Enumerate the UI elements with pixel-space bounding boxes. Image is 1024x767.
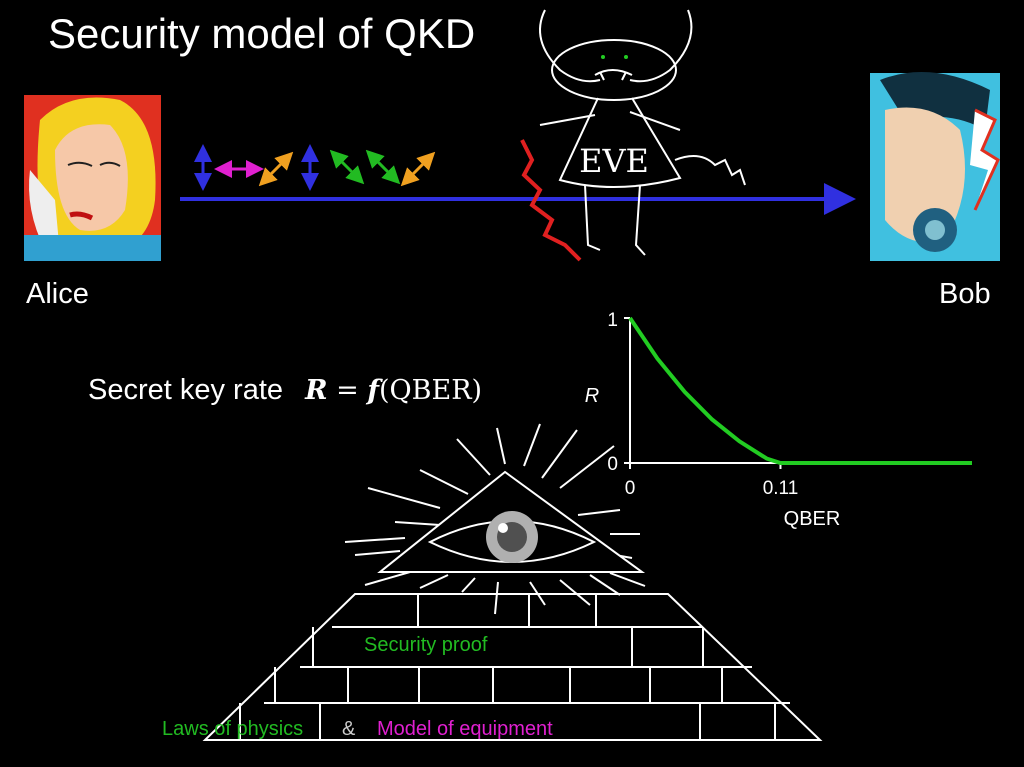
formula-equals: =: [336, 375, 359, 406]
formula-arg: (QBER): [378, 375, 483, 406]
formula-label: Secret key rate: [88, 374, 284, 406]
y-axis-label: R: [585, 385, 599, 407]
page-title: Security model of QKD: [48, 10, 476, 57]
eve-tap-wave: [520, 139, 582, 262]
alice-label: Alice: [26, 278, 89, 310]
bob-portrait: [870, 72, 1000, 261]
x-axis-label: QBER: [784, 508, 841, 530]
x-tick-label: 0.11: [763, 478, 799, 499]
key-rate-formula: Secret key rate R = f(QBER): [88, 374, 482, 407]
alice-portrait: [24, 95, 161, 261]
eve-devil-drawing: [539, 9, 746, 256]
formula-func: f: [367, 375, 379, 406]
eye-rays: [344, 423, 646, 615]
laws-of-physics-label: Laws of physics: [162, 718, 304, 740]
y-tick-label: 0: [607, 454, 618, 475]
x-tick-label: 0: [625, 478, 636, 499]
formula-math: R = f(QBER): [305, 375, 482, 406]
key-rate-curve: [628, 316, 972, 465]
polarization-photons: [194, 144, 436, 191]
bob-label: Bob: [939, 278, 991, 310]
pyramid-capstone: [377, 470, 646, 573]
ampersand-label: &: [342, 718, 356, 740]
y-tick-label: 1: [607, 310, 618, 331]
all-seeing-eye: [486, 511, 538, 563]
eve-label: EVE: [579, 142, 649, 180]
security-proof-label: Security proof: [364, 634, 488, 656]
model-of-equipment-label: Model of equipment: [377, 718, 553, 740]
formula-lhs: R: [305, 375, 328, 406]
